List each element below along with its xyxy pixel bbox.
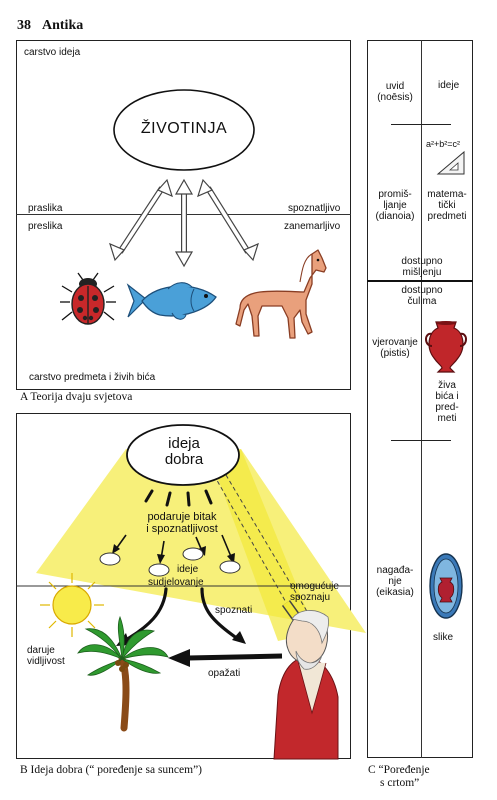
accessible-to-senses-label: dostupno čulima [380, 285, 464, 307]
images-label: slike [433, 632, 454, 643]
vase-illustration [425, 321, 467, 373]
gives-visibility-label: daruje vidljivost [27, 645, 65, 667]
fish-illustration [126, 282, 217, 320]
participation-arrows [109, 178, 259, 268]
panel-c-frame [367, 40, 473, 758]
caption-b: B Ideja dobra (“ poređenje sa suncem”) [20, 764, 203, 776]
accessible-senses-line2: čulima [407, 296, 437, 307]
thinking-line3: (dianoia) [375, 211, 415, 222]
idea-animal-label: ŽIVOTINJA [140, 120, 228, 137]
living-line2: bića i [435, 391, 459, 402]
page-number: 38 [17, 18, 31, 33]
guessing-label: nagađa- nje (eikasia) [368, 565, 422, 598]
set-square-icon [436, 150, 465, 175]
page-title: Antika [42, 18, 84, 33]
guessing-line3: (eikasia) [376, 587, 414, 598]
gives-visibility-line2: vidljivost [27, 656, 65, 667]
insight-line1: uvid [385, 81, 405, 92]
panel-c-divider-1 [391, 124, 451, 125]
living-line4: meti [437, 413, 457, 424]
accessible-to-thought-label: dostupno mišljenju [380, 256, 464, 278]
insight-line2: (noēsis) [377, 92, 413, 103]
panel-c-vertical-divider [421, 40, 422, 758]
insight-label: uvid (noēsis) [369, 81, 421, 103]
thinking-line1: promiš- [378, 189, 412, 200]
horse-illustration [235, 249, 327, 339]
cameo-illustration [429, 553, 463, 619]
copy-label: preslika [28, 221, 63, 232]
idea-of-good-line2: dobra [164, 451, 204, 468]
gives-visibility-line1: daruje [27, 645, 55, 656]
panel-a-frame [16, 40, 351, 390]
math-objects-label: matema- tički predmeti [422, 189, 472, 222]
ideas-label: ideje [177, 564, 199, 575]
gives-being-label: podaruje bitak i spoznatljivost [122, 511, 242, 535]
idea-of-good-label: ideja dobra [134, 436, 234, 468]
accessible-thought-line1: dostupno [401, 256, 443, 267]
guessing-line2: nje [388, 576, 402, 587]
sun-beam-diagram [16, 424, 366, 760]
negligible-label: zanemarljivo [284, 221, 341, 232]
formula-label: a²+b²=c² [426, 139, 461, 149]
thinking-line2: ljanje [383, 200, 407, 211]
accessible-thought-line2: mišljenju [402, 267, 442, 278]
panel-c-divider-3 [391, 440, 451, 441]
enables-knowledge-line2: spoznaju [290, 592, 331, 603]
ladybug-illustration [60, 272, 116, 325]
math-line2: tički [438, 200, 456, 211]
belief-label: vjerovanje (pistis) [368, 337, 422, 359]
caption-c-line2: s crtom” [380, 777, 420, 789]
thinking-label: promiš- ljanje (dianoia) [368, 189, 422, 222]
gives-being-line2: i spoznatljivost [146, 523, 218, 535]
knowable-label: spoznatljivo [288, 203, 341, 214]
idea-ellipse [113, 89, 255, 171]
caption-a: A Teorija dvaju svjetova [20, 391, 133, 403]
realm-of-things-label: carstvo predmeta i živih bića [29, 372, 156, 383]
guessing-line1: nagađa- [376, 565, 414, 576]
participation-label: sudjelovanje [148, 577, 204, 588]
accessible-senses-line1: dostupno [401, 285, 443, 296]
panel-c-divider-main [367, 280, 473, 282]
enables-knowledge-label: omogućuje spoznaju [290, 581, 339, 603]
know-label: spoznati [215, 605, 253, 616]
perceive-label: opažati [208, 668, 241, 679]
gives-being-line1: podaruje bitak [147, 511, 217, 523]
prototype-label: praslika [28, 203, 63, 214]
enables-knowledge-line1: omogućuje [290, 581, 339, 592]
belief-line2: (pistis) [380, 348, 410, 359]
belief-line1: vjerovanje [372, 337, 418, 348]
realm-of-ideas-label: carstvo ideja [24, 47, 81, 58]
math-line1: matema- [427, 189, 467, 200]
caption-c: C “Poređenje s crtom” [368, 764, 430, 790]
ideas-label-c: ideje [438, 80, 460, 91]
caption-c-line1: C “Poređenje [368, 764, 430, 776]
idea-of-good-line1: ideja [168, 435, 200, 452]
living-line1: živa [438, 380, 456, 391]
living-line3: pred- [435, 402, 459, 413]
living-beings-label: živa bića i pred- meti [422, 380, 472, 424]
math-line3: predmeti [427, 211, 467, 222]
